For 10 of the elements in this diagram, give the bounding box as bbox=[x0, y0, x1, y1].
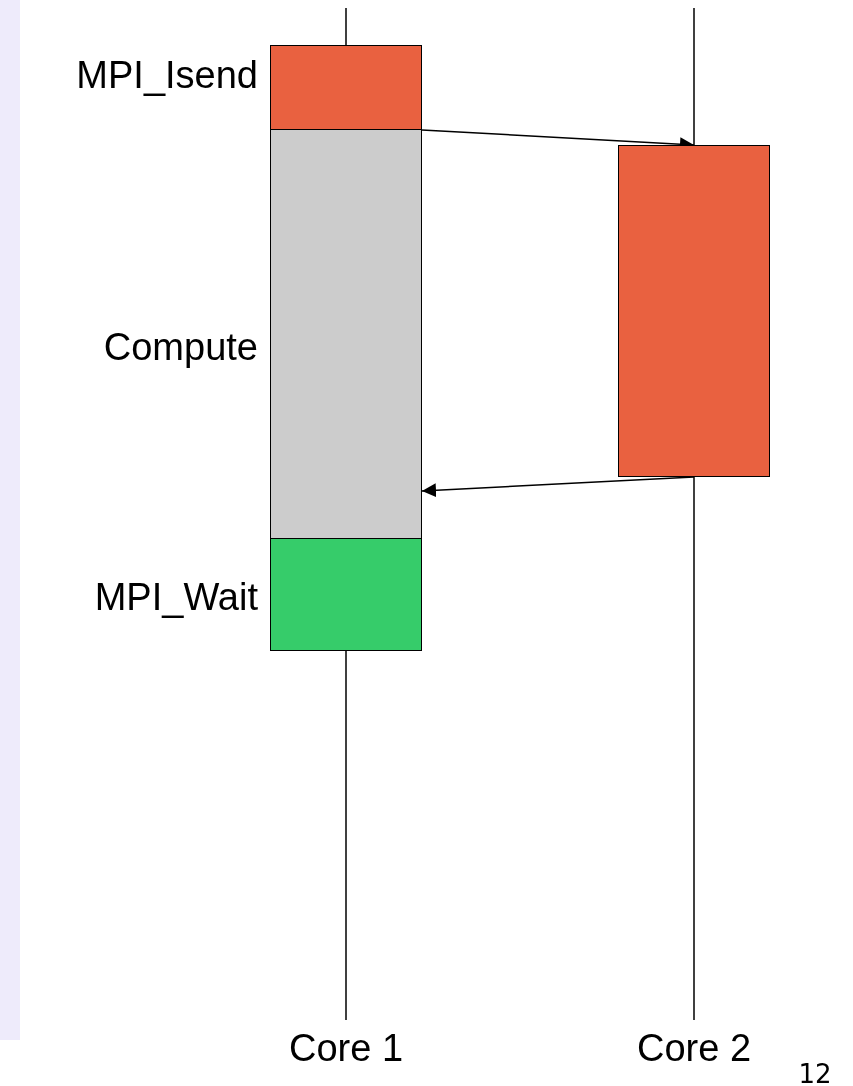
activity-label: MPI_Wait bbox=[94, 575, 258, 619]
activity-label: Compute bbox=[103, 325, 258, 369]
core-label: Core 2 bbox=[636, 1026, 752, 1070]
activity-bar bbox=[618, 145, 770, 477]
activity-bar bbox=[270, 130, 422, 538]
activity-label: MPI_Isend bbox=[76, 53, 258, 97]
activity-bar bbox=[270, 538, 422, 651]
core-label: Core 1 bbox=[288, 1026, 404, 1070]
activity-bar bbox=[270, 45, 422, 130]
page-number: 12 bbox=[798, 1058, 832, 1086]
